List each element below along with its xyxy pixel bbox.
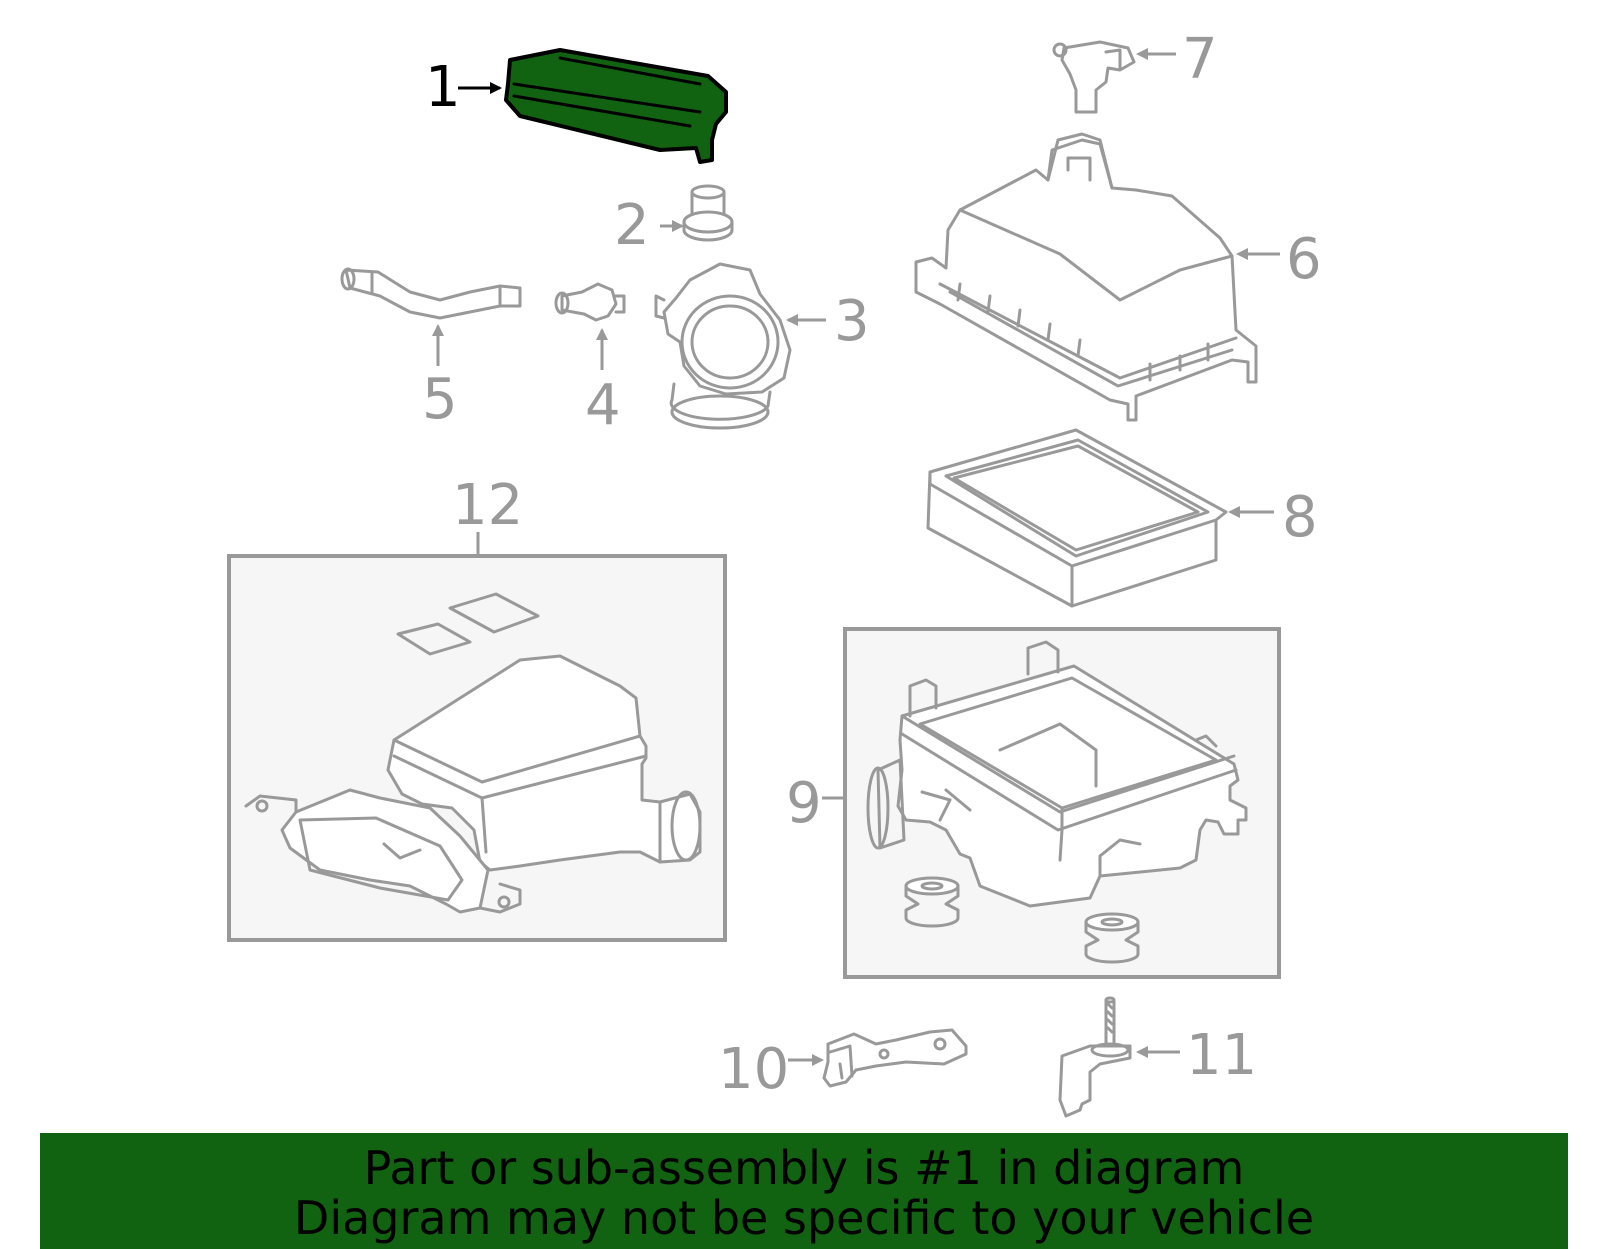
- part-11-bracket-bolt[interactable]: [1058, 996, 1132, 1118]
- callout-7: 7: [1182, 27, 1218, 92]
- callout-8: 8: [1282, 485, 1318, 550]
- part-10-bracket[interactable]: [822, 1028, 968, 1088]
- part-5-hose[interactable]: [340, 267, 522, 320]
- part-12-intake-assembly[interactable]: [244, 592, 702, 914]
- callout-4: 4: [585, 373, 621, 438]
- callout-10: 10: [718, 1037, 789, 1102]
- part-4-connector[interactable]: [554, 282, 626, 322]
- callout-6: 6: [1286, 227, 1322, 292]
- callout-5: 5: [422, 367, 458, 432]
- callout-11: 11: [1186, 1023, 1257, 1088]
- info-banner: Part or sub-assembly is #1 in diagram Di…: [40, 1133, 1568, 1249]
- callout-9: 9: [786, 771, 822, 836]
- part-3-intake-adapter[interactable]: [654, 262, 792, 430]
- part-6-cleaner-cover[interactable]: [914, 132, 1258, 422]
- banner-line-1: Part or sub-assembly is #1 in diagram: [363, 1141, 1245, 1195]
- part-9-grommet-b[interactable]: [1084, 912, 1140, 964]
- callout-12: 12: [452, 473, 523, 538]
- callout-2: 2: [614, 193, 650, 258]
- part-7-sensor[interactable]: [1052, 40, 1136, 114]
- part-2-plug[interactable]: [682, 184, 734, 242]
- callout-3: 3: [834, 289, 870, 354]
- part-8-air-filter[interactable]: [926, 428, 1228, 608]
- part-1-resonator[interactable]: [504, 48, 728, 164]
- banner-line-2: Diagram may not be specific to your vehi…: [293, 1191, 1315, 1245]
- part-9-cleaner-case[interactable]: [866, 640, 1248, 908]
- part-9-grommet-a[interactable]: [904, 876, 960, 928]
- callout-1: 1: [425, 55, 461, 120]
